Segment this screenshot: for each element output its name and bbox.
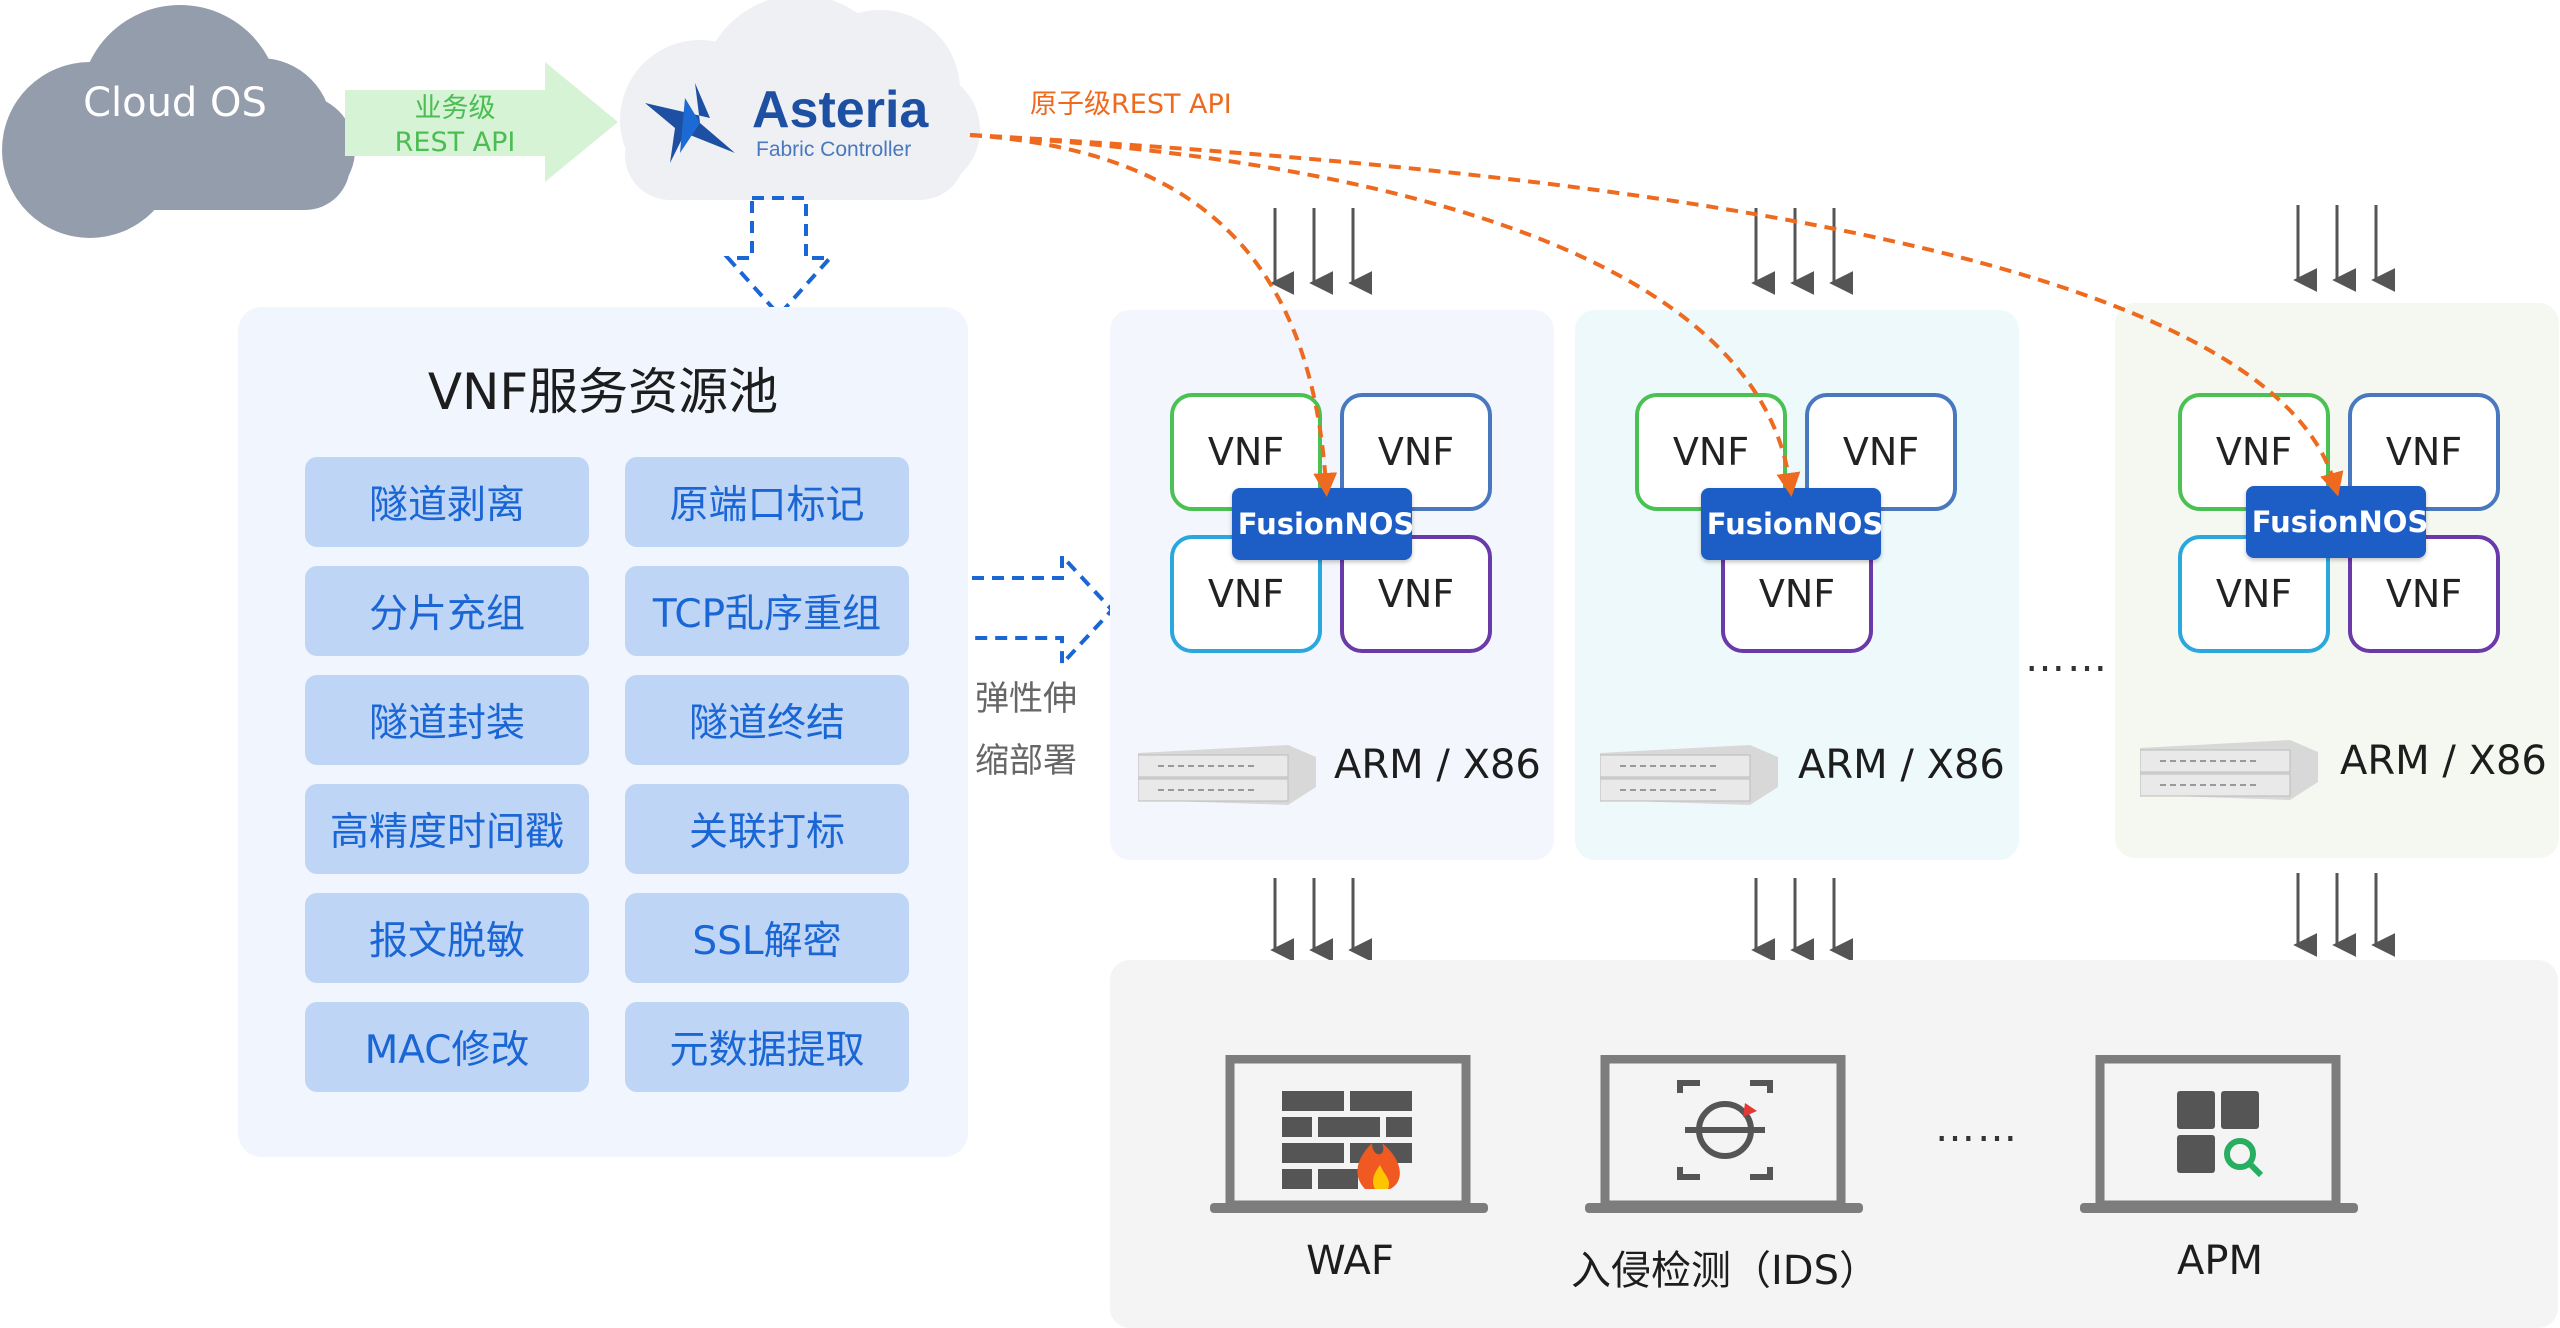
asteria-logo: Asteria Fabric Controller [640,78,940,168]
tool-apm-label: APM [2177,1238,2263,1284]
tools-ellipsis: …… [1935,1105,2019,1151]
fusionnos-badge: FusionNOS [1232,488,1415,560]
fusionnos-badge: FusionNOS [1701,488,1884,560]
pool-item: 报文脱敏 [305,893,589,983]
pool-item: SSL解密 [625,893,909,983]
pool-item: 原端口标记 [625,457,909,547]
pool-item: 分片充组 [305,566,589,656]
cloud-os-label: Cloud OS [83,80,267,126]
waf-laptop-icon [1210,1055,1488,1213]
elastic-line2: 缩部署 [975,741,1077,781]
asteria-star-icon [645,83,735,163]
asteria-cloud-shape [620,0,980,200]
business-api-label: 业务级 REST API [380,92,530,160]
pool-down-arrow [723,196,835,318]
server-hardware-icon [2140,740,2318,800]
fusionnos-label: FusionNOS [2251,505,2429,539]
servers-ellipsis: …… [2025,635,2109,681]
pool-item: 元数据提取 [625,1002,909,1092]
elastic-deploy-label: 弹性伸 缩部署 [975,668,1077,792]
pool-item: 高精度时间戳 [305,784,589,874]
fusionnos-badge: FusionNOS [2246,486,2429,558]
asteria-brand: Asteria [752,81,929,139]
ids-laptop-icon [1585,1055,1863,1213]
vnf-pool-title: VNF服务资源池 [427,363,779,421]
server-3-label: ARM / X86 [2340,738,2547,784]
elastic-right-arrow [950,550,1115,670]
elastic-line1: 弹性伸 [975,679,1077,719]
asteria-subtitle: Fabric Controller [756,138,912,161]
pool-item: 隧道终结 [625,675,909,765]
tool-ids-label: 入侵检测（IDS） [1571,1248,1879,1294]
cloud-os-shape [2,5,355,238]
server-hardware-icon [1600,745,1778,805]
business-api-line1: 业务级 [414,93,496,124]
server-2-label: ARM / X86 [1798,742,2005,788]
business-api-line2: REST API [394,127,516,158]
atomic-api-label: 原子级REST API [1030,89,1232,120]
fusionnos-label: FusionNOS [1706,507,1884,541]
pool-item: 隧道剥离 [305,457,589,547]
server-1-label: ARM / X86 [1334,742,1541,788]
apm-laptop-icon [2080,1055,2358,1213]
pool-item: TCP乱序重组 [625,566,909,656]
tool-waf-label: WAF [1306,1238,1394,1284]
server-hardware-icon [1138,745,1316,805]
pool-item: MAC修改 [305,1002,589,1092]
pool-item: 关联打标 [625,784,909,874]
business-api-arrow [345,62,618,182]
pool-item: 隧道封装 [305,675,589,765]
fusionnos-label: FusionNOS [1237,507,1415,541]
